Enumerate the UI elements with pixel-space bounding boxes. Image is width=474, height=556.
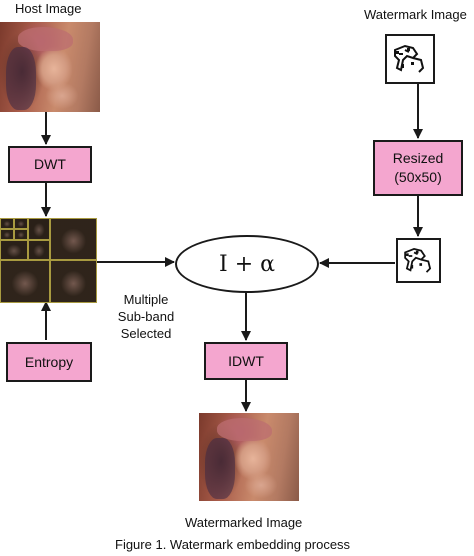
dwt-subbands-image: [0, 218, 97, 303]
multiple-subband-line1: Multiple: [123, 292, 169, 307]
host-image: [0, 22, 100, 112]
figure-caption: Figure 1. Watermark embedding process: [115, 537, 351, 552]
watermark-image-label: Watermark Image: [364, 7, 467, 22]
multiple-subband-line3: Selected: [120, 326, 172, 341]
watermark-glyph-icon: [394, 44, 425, 73]
entropy-label: Entropy: [24, 353, 74, 370]
watermarked-image: [199, 413, 299, 501]
resized-label: Resized: [392, 150, 444, 166]
watermarked-image-label: Watermarked Image: [185, 515, 303, 530]
resized-size-label: (50x50): [394, 169, 442, 185]
resized-watermark-image: [396, 238, 441, 283]
operation-ellipse: I + α: [175, 235, 319, 293]
dwt-box: DWT: [8, 146, 92, 183]
watermark-image: [385, 34, 435, 84]
idwt-box: IDWT: [204, 342, 288, 380]
operation-label: I + α: [219, 251, 275, 277]
idwt-label: IDWT: [228, 352, 264, 369]
multiple-subband-line2: Sub-band: [117, 309, 175, 324]
dwt-label: DWT: [34, 156, 66, 172]
entropy-box: Entropy: [6, 342, 92, 382]
resized-watermark-glyph-icon: [404, 247, 432, 273]
resized-box: Resized (50x50): [373, 140, 463, 196]
host-image-label: Host Image: [15, 1, 82, 16]
